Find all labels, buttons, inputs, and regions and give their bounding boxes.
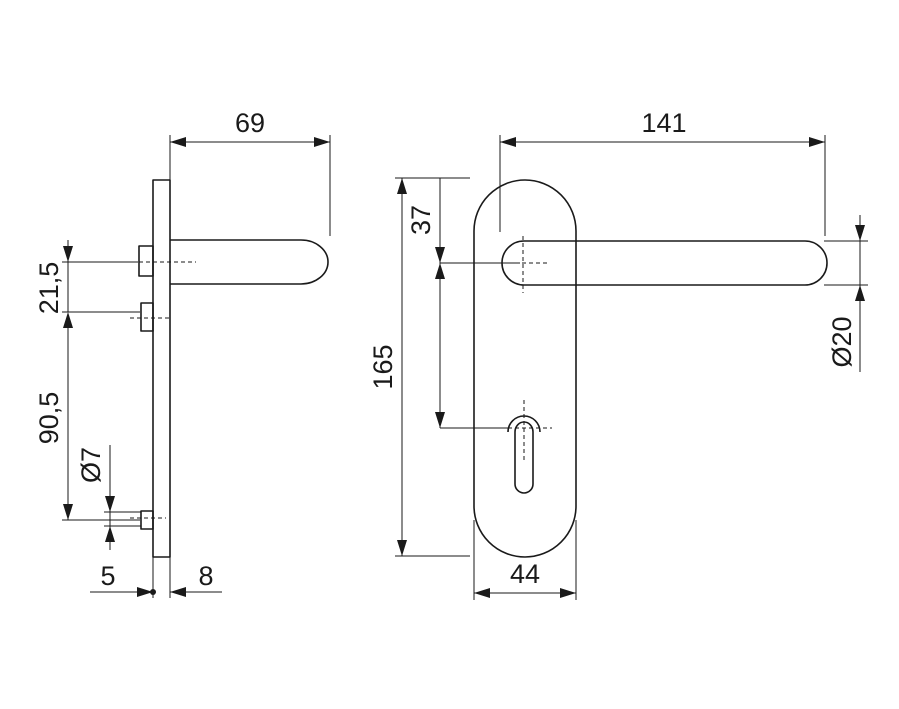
arrow-165-top bbox=[397, 178, 407, 194]
arrow-5 bbox=[137, 587, 153, 597]
upper-screw-boss bbox=[140, 302, 154, 332]
arrow-21-5-bottom bbox=[63, 312, 73, 328]
arrow-dia7-bottom bbox=[105, 526, 115, 542]
dim-text-37: 37 bbox=[406, 205, 436, 235]
arrow-sk-bottom bbox=[435, 412, 445, 428]
arrow-141-right bbox=[809, 137, 825, 147]
dim-text-dia20: Ø20 bbox=[827, 316, 857, 367]
arrow-165-bottom bbox=[397, 540, 407, 556]
dim-text-8: 8 bbox=[198, 561, 213, 591]
lower-screw-boss bbox=[140, 510, 154, 530]
arrow-dia20-top bbox=[855, 225, 865, 241]
arrow-69-right bbox=[314, 137, 330, 147]
arrow-90-5-bottom bbox=[63, 504, 73, 520]
dim-text-141: 141 bbox=[641, 108, 686, 138]
front-view: 141 165 37 44 Ø20 bbox=[368, 108, 868, 600]
side-view: 69 21,5 90,5 Ø7 5 8 bbox=[34, 108, 331, 598]
arrow-44-right bbox=[560, 588, 576, 598]
dim-text-21-5: 21,5 bbox=[34, 262, 64, 315]
lever-arm-side bbox=[170, 239, 329, 285]
dim-text-dia7: Ø7 bbox=[76, 447, 106, 483]
arrow-21-5-top bbox=[63, 246, 73, 262]
front-backplate bbox=[473, 179, 577, 558]
arrow-sk-top bbox=[435, 263, 445, 279]
arrow-69-left bbox=[170, 137, 186, 147]
dim-text-165: 165 bbox=[368, 344, 398, 389]
dim-dot bbox=[150, 589, 156, 595]
arrow-8 bbox=[170, 587, 186, 597]
keyhole bbox=[514, 421, 534, 494]
dim-text-44: 44 bbox=[510, 559, 540, 589]
dim-text-69: 69 bbox=[235, 108, 265, 138]
arrow-141-left bbox=[500, 137, 516, 147]
dim-text-90-5: 90,5 bbox=[34, 392, 64, 445]
dim-text-5: 5 bbox=[100, 561, 115, 591]
arrow-dia20-bottom bbox=[855, 285, 865, 301]
arrow-dia7-top bbox=[105, 496, 115, 512]
arrow-37-bottom bbox=[435, 247, 445, 263]
front-lever bbox=[501, 240, 828, 286]
arrow-44-left bbox=[474, 588, 490, 598]
spindle-boss bbox=[138, 245, 154, 277]
back-plate bbox=[152, 179, 171, 558]
